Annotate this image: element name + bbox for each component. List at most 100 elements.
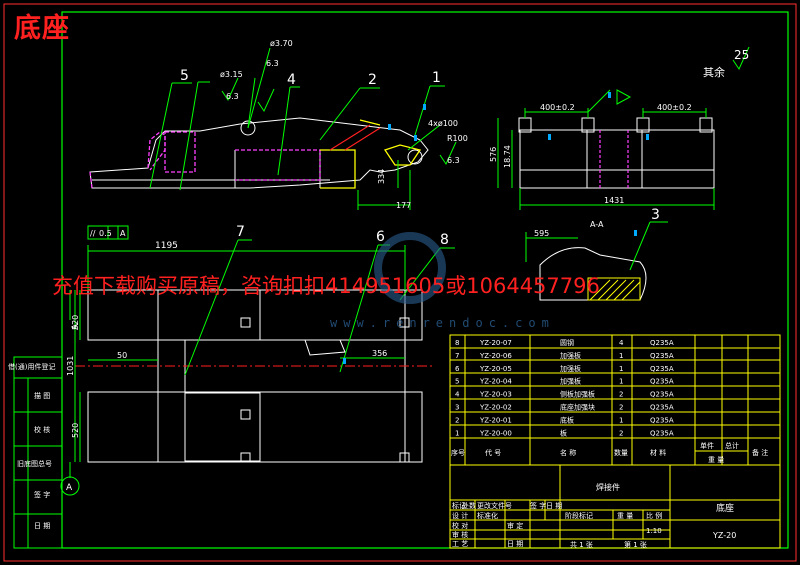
strip-label-0: 借(通)用件登记 [8, 362, 55, 371]
bom-cell: 加强板 [560, 364, 581, 373]
bom-cell: 加强板 [560, 377, 581, 386]
bom-cell: YZ-20-00 [479, 429, 512, 437]
tb-role2-3: 日 期 [507, 540, 523, 548]
bom-cell: Q235A [650, 352, 674, 360]
tb-rev-3: 签 字 [530, 501, 546, 510]
dim-d12: 595 [534, 229, 549, 238]
tb-rev-0: 标记 [452, 501, 466, 510]
outer-frame [3, 3, 797, 562]
strip-label-3: 旧底图总号 [17, 459, 52, 468]
dim-r3: 6.3 [447, 156, 460, 165]
bom-cell: 3 [455, 404, 459, 412]
dim-d14: 50 [117, 351, 127, 360]
dim-d9: 576 [489, 147, 498, 162]
end-view [518, 117, 715, 189]
section-hatch [587, 277, 641, 301]
dim-r2: 6.3 [226, 92, 239, 101]
strip-label-1: 描 图 [34, 391, 50, 400]
bom-h-name: 名 称 [560, 448, 576, 457]
tb-weight: 重 量 [617, 512, 633, 520]
watermark-logo [374, 232, 446, 304]
flatness-ref: A [120, 229, 126, 238]
tb-stage: 阶段标记 [565, 511, 593, 520]
tb-scale: 1:10 [646, 527, 662, 535]
dim-d3: 4xø100 [428, 119, 458, 128]
bom-cell: 2 [619, 391, 623, 399]
bom-cell: YZ-20-01 [479, 416, 512, 424]
bom-cell: 8 [455, 339, 459, 347]
bom-h-code: 代 号 [485, 448, 501, 457]
bom-cell: Q235A [650, 429, 674, 437]
tb-role-0: 设 计 [452, 511, 468, 520]
tb-rev-4: 日 期 [546, 502, 562, 510]
bom-cell: YZ-20-02 [479, 404, 512, 412]
dim-r1: 6.3 [266, 59, 279, 68]
dim-d17: 520 [71, 423, 80, 438]
flatness-val: 0.5 [99, 229, 112, 238]
tb-drawing-no: YZ-20 [712, 531, 736, 540]
balloon-4: 4 [287, 72, 296, 88]
dim-d7: 400±0.2 [540, 103, 575, 112]
dim-d2: ø3.15 [220, 70, 243, 79]
bom-cell: 底座加强块 [560, 403, 595, 412]
bom-cell: 1 [619, 352, 623, 360]
side-view-red [329, 124, 381, 151]
balloon-5: 5 [180, 68, 189, 84]
bom-cell: 4 [619, 339, 624, 347]
dim-d13: 1195 [155, 241, 178, 251]
roughness-marks [221, 77, 457, 166]
bom-cell: 5 [455, 378, 459, 386]
bom-cell: 底板 [560, 415, 574, 424]
balloon-8: 8 [440, 232, 449, 248]
dim-d4: R100 [447, 134, 468, 143]
bom-cell: YZ-20-03 [479, 391, 512, 399]
page-title: 底座 [14, 13, 70, 44]
bom-cell: YZ-20-05 [479, 365, 512, 373]
side-view-hidden [89, 131, 321, 189]
inner-frame [61, 11, 789, 549]
tb-role2-0: 标准化 [477, 511, 498, 520]
tb-role-2: 审 核 [452, 530, 468, 539]
bom-cell: 圆钢 [560, 338, 574, 347]
bom-cell: 7 [455, 352, 459, 360]
plan-view [87, 289, 423, 463]
tb-role2-1: 审 定 [507, 521, 523, 530]
bom-cell: 4 [455, 391, 460, 399]
bom-grid [449, 334, 781, 466]
dim-d8: 400±0.2 [657, 103, 692, 112]
bom-h-qty: 数量 [614, 448, 628, 457]
watermark-text: 充值下载购买原稿，咨询扣扣414951605或1064457796 [52, 274, 600, 298]
bom-cell: 加强板 [560, 351, 581, 360]
tb-role-3: 工 艺 [452, 540, 468, 548]
balloon-1: 1 [432, 70, 441, 86]
bom-h-weight: 重 量 [708, 456, 724, 464]
blue-markers [343, 92, 649, 364]
bom-cell: 1 [455, 429, 459, 437]
dim-d11: 1431 [604, 196, 624, 205]
tb-ratio: 比 例 [646, 511, 662, 520]
tb-rev-1: 处数 [462, 501, 476, 510]
bom-cell: Q235A [650, 416, 674, 424]
bom-h-total: 总计 [725, 441, 739, 450]
tb-role-1: 校 对 [452, 521, 468, 530]
bom-cell: Q235A [650, 365, 674, 373]
bom-cell: 1 [619, 365, 623, 373]
bom-cell: Q235A [650, 339, 674, 347]
remainder-label: 其余 [703, 65, 725, 79]
balloon-7: 7 [236, 224, 245, 240]
balloon-3: 3 [651, 207, 660, 223]
bom-cell: 2 [619, 404, 623, 412]
bom-h-note: 备 注 [752, 448, 768, 457]
watermark-url: www.renrendoc.com [330, 316, 555, 330]
bom-cell: Q235A [650, 378, 674, 386]
bom-cell: 1 [619, 416, 623, 424]
strip-label-2: 校 核 [34, 425, 50, 434]
bom-cell: 2 [619, 429, 623, 437]
tb-rev-2: 更改文件号 [477, 501, 512, 510]
end-view-hidden [599, 130, 629, 188]
strip-label-5: 日 期 [34, 522, 50, 530]
dim-d16: 520 [71, 315, 80, 330]
balloon-2: 2 [368, 72, 377, 88]
bom-cell: 2 [455, 416, 459, 424]
